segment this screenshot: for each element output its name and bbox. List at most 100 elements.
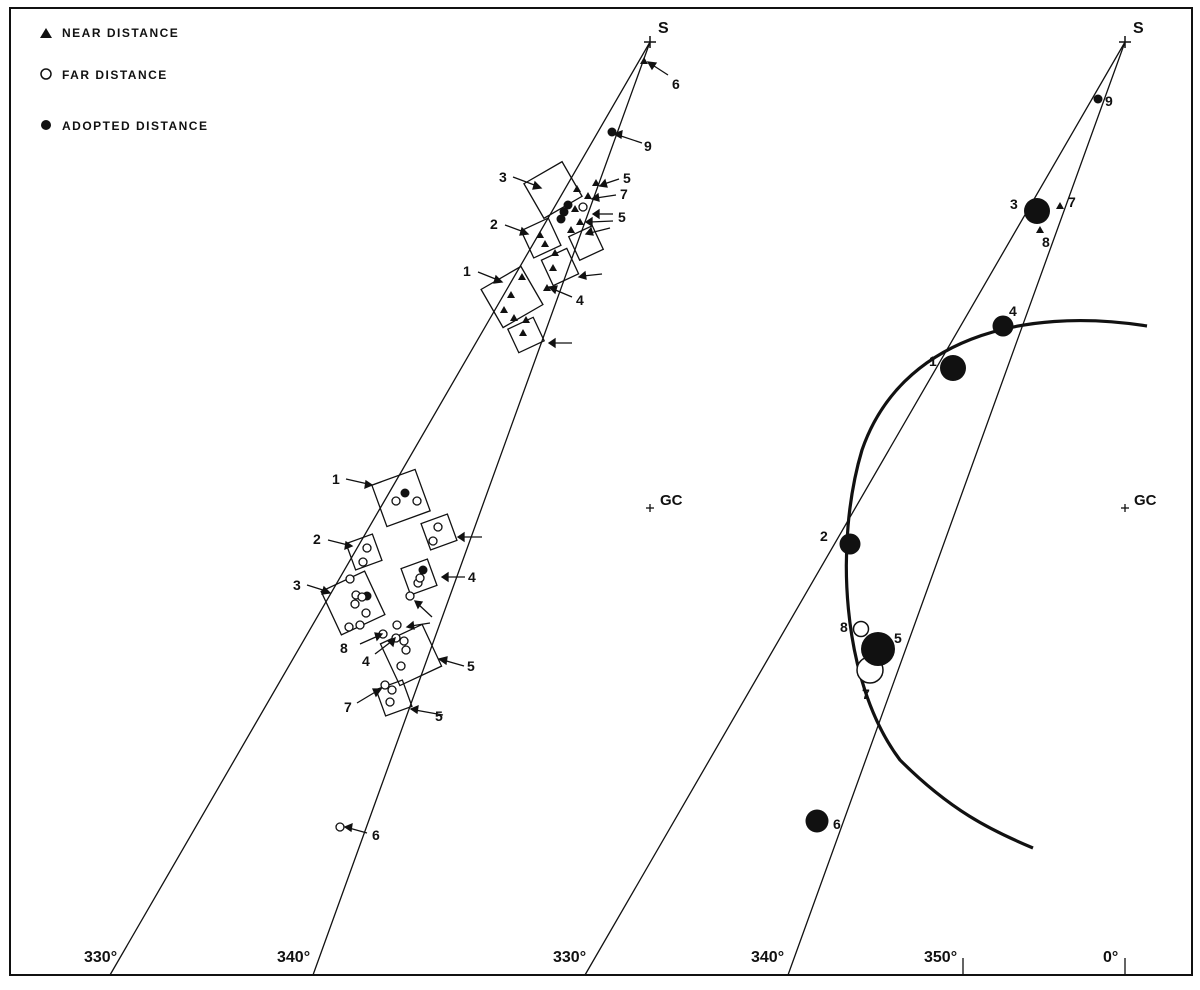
far-marker [412,496,422,506]
legend-adopted-label: ADOPTED DISTANCE [62,119,208,133]
cloud-label: 1 [929,353,937,369]
left-far-labels: 1 2 3 4 8 4 5 7 5 6 [293,471,476,843]
cloud-label: 4 [1009,303,1017,319]
cloud-label: 8 [1042,234,1050,250]
far-marker [361,608,371,618]
far-label: 1 [332,471,340,487]
far-label: 4 [468,569,476,585]
far-marker [358,557,368,567]
cloud-marker [940,355,966,381]
cloud-label: 7 [1068,194,1076,210]
near-box-extra [506,316,546,354]
far-marker [385,697,395,707]
far-marker [350,599,360,609]
left-panel [109,36,656,976]
legend-far-label: FAR DISTANCE [62,68,168,82]
cloud-label: 8 [840,619,848,635]
cloud-label: 6 [833,816,841,832]
far-box-1 [371,468,431,528]
right-ray-340 [787,41,1126,976]
far-marker [399,636,409,646]
near-marker [522,316,530,323]
cloud-label: 7 [862,686,870,702]
far-box-4 [400,558,438,596]
right-axis-label-0: 0° [1103,949,1118,966]
near-box-2 [520,217,562,259]
near-marker [549,264,557,271]
cloud-marker [852,620,870,638]
cloud-marker [1036,226,1044,233]
far-label: 2 [313,531,321,547]
cloud-marker [1093,94,1103,104]
near-marker [592,179,600,186]
legend-adopted-marker [41,120,51,130]
cloud-label: 3 [1010,196,1018,212]
far-label: 6 [372,827,380,843]
adopted-marker [418,565,428,575]
far-marker [433,522,443,532]
near-marker [571,205,579,212]
near-marker [519,329,527,336]
far-marker [345,574,355,584]
adopted-marker [400,488,410,498]
near-marker [541,240,549,247]
far-marker [344,622,354,632]
near-marker [543,284,551,291]
far-marker [401,645,411,655]
near-label: 4 [576,292,584,308]
far-label: 3 [293,577,301,593]
right-ray-330 [584,41,1126,976]
near-label: 6 [672,76,680,92]
right-axis-label-340: 340° [751,949,784,966]
far-box-extra [420,513,458,551]
near-label: 5 [618,209,626,225]
near-marker [640,57,648,64]
right-axis-label-350: 350° [924,949,957,966]
near-box-1 [480,265,544,329]
far-marker [392,620,402,630]
far-marker [428,536,438,546]
legend-near-label: NEAR DISTANCE [62,26,179,40]
far-marker [362,543,372,553]
near-marker [507,291,515,298]
far-marker [380,680,390,690]
cloud-label: 5 [894,630,902,646]
cloud-marker [839,533,861,555]
cloud-label: 9 [1105,93,1113,109]
near-marker [510,314,518,321]
near-box-3 [523,160,583,220]
far-label: 5 [467,658,475,674]
near-label: 7 [620,186,628,202]
left-gc-label: GC [660,492,683,509]
far-label: 7 [344,699,352,715]
near-label: 2 [490,216,498,232]
near-marker [584,192,592,199]
right-clouds [805,94,1103,833]
far-box-2 [345,533,383,571]
near-marker [551,249,559,256]
far-marker [415,573,425,583]
far-label: 5 [435,708,443,724]
near-marker [573,185,581,192]
left-far-markers [335,202,588,832]
far-marker [405,591,415,601]
cloud-marker [861,632,895,666]
near-box-5b [567,224,605,262]
near-marker [500,306,508,313]
left-axis-label-330: 330° [84,949,117,966]
far-label: 8 [340,640,348,656]
legend-near-marker [40,28,52,38]
cloud-marker [992,315,1014,337]
far-marker [355,620,365,630]
cloud-label: 2 [820,528,828,544]
adopted-marker [563,200,573,210]
far-marker [396,661,406,671]
right-sun-label: S [1133,20,1144,37]
solar-circle-arc [844,319,1148,850]
cloud-marker [1024,198,1050,224]
far-marker [578,202,588,212]
legend-far-marker [40,68,52,80]
near-label: 1 [463,263,471,279]
near-marker [567,226,575,233]
